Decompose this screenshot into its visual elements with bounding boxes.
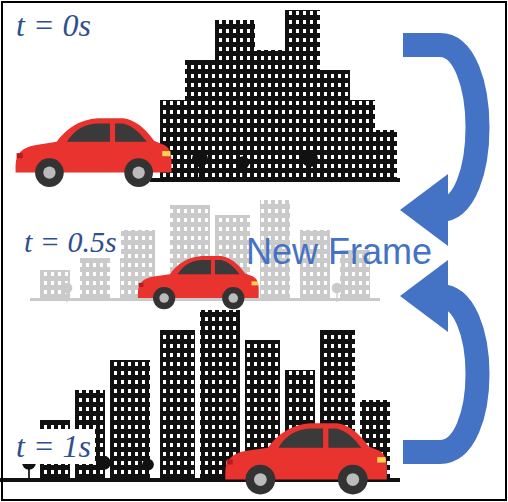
animation-frame: t = 0s <box>8 5 403 190</box>
frame-label: New Frame <box>246 232 432 272</box>
time-label: t = 1s <box>12 429 95 464</box>
city-skyline <box>0 310 400 494</box>
animation-frame: t = 1s <box>8 312 403 497</box>
time-label: t = 0.5s <box>20 225 121 258</box>
time-label: t = 0s <box>12 8 95 43</box>
curved-arrow <box>400 45 478 246</box>
curved-arrow <box>400 260 478 452</box>
